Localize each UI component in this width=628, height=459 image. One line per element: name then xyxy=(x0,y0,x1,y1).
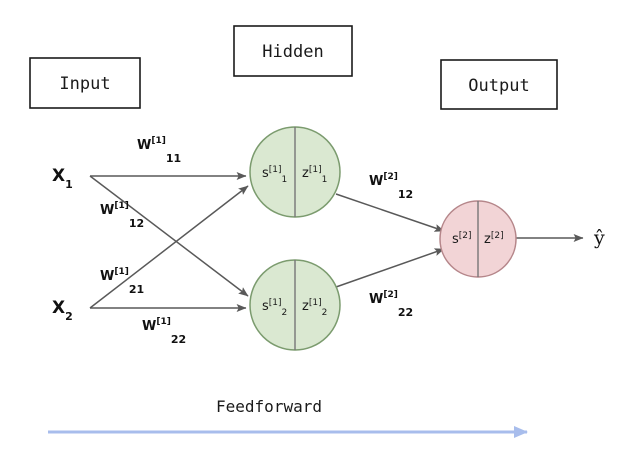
edge-h2-to-output xyxy=(335,248,445,288)
output-variable-yhat: ŷ xyxy=(593,227,605,249)
weight-label-w1-21: W[1]21 xyxy=(100,267,144,296)
output-node-s-label: s[2] xyxy=(452,231,472,247)
output-box-rect xyxy=(440,59,558,110)
weight-label-w1-22: W[1]22 xyxy=(142,317,186,346)
edge-x1-to-h2 xyxy=(89,175,249,297)
output-node[interactable]: s[2] z[2] xyxy=(439,200,517,278)
output-box-label: Output xyxy=(468,76,529,96)
weight-label-w2-12: W[2]12 xyxy=(369,172,413,201)
weight-label-w2-22: W[2]22 xyxy=(369,290,413,319)
hidden-node-2-s-label: s[1]2 xyxy=(262,298,287,318)
output-node-z-label: z[2] xyxy=(484,231,504,247)
edges-hidden-to-output xyxy=(335,193,445,288)
weight-label-w1-12: W[1]12 xyxy=(100,201,144,230)
input-variable-x2: X2 xyxy=(52,298,73,323)
hidden-node-2-z-label: z[1]2 xyxy=(302,298,327,318)
input-variable-x1: X1 xyxy=(52,166,73,191)
layer-box-hidden: Hidden xyxy=(233,25,353,77)
edges-input-to-hidden xyxy=(89,172,249,312)
hidden-node-1-z-label: z[1]1 xyxy=(302,165,327,185)
layer-box-output: Output xyxy=(440,59,558,110)
layer-box-input: Input xyxy=(29,57,141,109)
edge-h1-to-output xyxy=(335,193,445,232)
hidden-node-1[interactable]: s[1]1 z[1]1 xyxy=(249,126,341,218)
weight-label-w1-11: W[1]11 xyxy=(137,136,181,165)
feedforward-label: Feedforward xyxy=(216,397,322,416)
hidden-box-rect xyxy=(233,25,353,77)
hidden-node-2[interactable]: s[1]2 z[1]2 xyxy=(249,259,341,351)
input-box-rect xyxy=(29,57,141,109)
edge-x2-to-h1 xyxy=(89,185,249,309)
hidden-node-1-s-label: s[1]1 xyxy=(262,165,287,185)
hidden-box-label: Hidden xyxy=(262,42,323,62)
input-box-label: Input xyxy=(59,74,110,94)
